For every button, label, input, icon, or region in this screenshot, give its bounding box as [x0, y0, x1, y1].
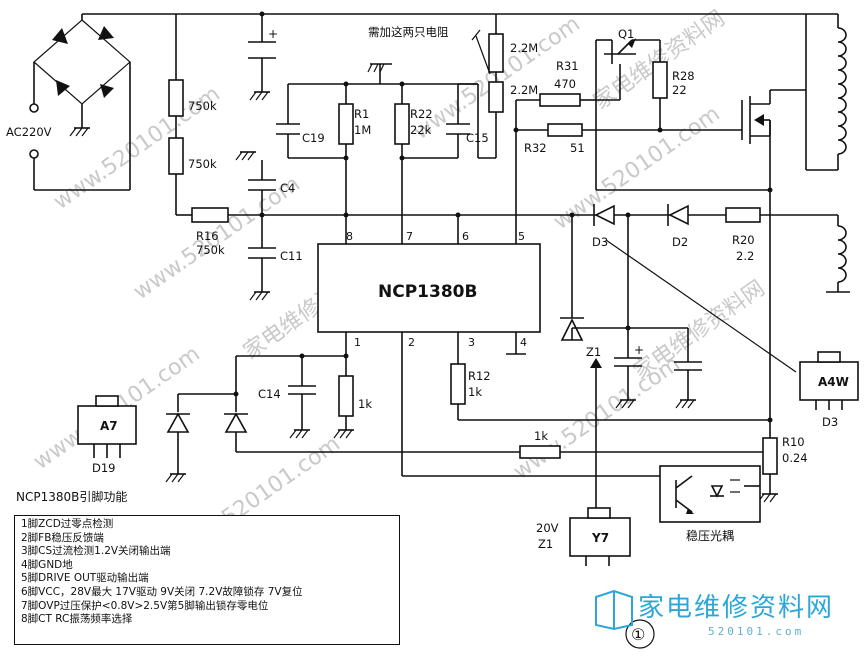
optocoupler	[402, 465, 761, 523]
a7-marking: A7	[100, 419, 118, 433]
transformer	[805, 14, 850, 293]
optocoupler-label: 稳压光耦	[686, 528, 734, 543]
gate-drive	[513, 14, 807, 420]
y7-marking: Y7	[591, 531, 609, 545]
c4-label: C4	[280, 181, 295, 195]
pin-label-1: 1	[354, 336, 361, 349]
r32-value: 51	[570, 141, 585, 155]
cs-network	[450, 363, 778, 503]
legend-line: 8脚CT RC振荡频率选择	[21, 613, 133, 626]
resistor-1k-bottom: 1k	[534, 429, 548, 443]
bulk-capacitor: +	[248, 27, 278, 101]
pin-label-8: 8	[346, 230, 353, 243]
r1-value: 1M	[354, 123, 371, 137]
r1-label: R1	[354, 107, 369, 121]
legend-line: 3脚CS过流检测1.2V关闭输出端	[21, 545, 171, 558]
resistor-2-2m-a: 2.2M	[510, 41, 538, 55]
q1-label: Q1	[618, 27, 634, 41]
r10-label: R10	[782, 435, 805, 449]
r28-value: 22	[672, 83, 687, 97]
watermark-text: 家电维修资料网	[629, 276, 770, 385]
legend-line: 1脚ZCD过零点检测	[21, 518, 114, 530]
package-a7	[77, 395, 137, 458]
d2-label: D2	[672, 235, 688, 249]
c11-label: C11	[280, 249, 303, 263]
bridge-rectifier	[29, 14, 131, 191]
c14-label: C14	[258, 387, 281, 401]
legend-line: 2脚FB稳压反馈端	[21, 531, 104, 544]
brand-text: 家电维修资料网	[638, 593, 835, 623]
resistor-2-2m-b: 2.2M	[510, 83, 538, 97]
r32-label: R32	[524, 141, 547, 155]
resistor-750k-a: 750k	[188, 99, 217, 113]
r10-value: 0.24	[782, 451, 808, 465]
vcc-rectifier	[569, 204, 797, 373]
r16-label: R16	[196, 229, 219, 243]
r22-value: 22k	[410, 123, 432, 137]
y7-ref: Z1	[538, 537, 553, 551]
z1-label: Z1	[586, 345, 601, 359]
chip-name: NCP1380B	[378, 282, 477, 302]
d19-label: D19	[92, 461, 116, 475]
svg-text:+: +	[268, 27, 278, 41]
timing-capacitors	[235, 151, 276, 301]
y7-voltage: 20V	[536, 521, 559, 535]
r31-value: 470	[554, 77, 576, 91]
resistor-1k-pin1: 1k	[358, 397, 372, 411]
r16-value: 750k	[196, 243, 225, 257]
pin-label-4: 4	[520, 336, 527, 349]
vcc-zener-caps: +	[560, 317, 702, 518]
legend-line: 5脚DRIVE OUT驱动输出端	[21, 572, 149, 585]
figure-number-circle	[625, 619, 655, 649]
pin7-pin8-network	[276, 63, 478, 232]
zcd-network	[165, 353, 770, 483]
pin-label-2: 2	[408, 336, 415, 349]
note-add-resistors: 需加这两只电阻	[368, 25, 449, 39]
pin-label-5: 5	[518, 230, 525, 243]
r20-label: R20	[732, 233, 755, 247]
svg-text:+: +	[634, 343, 644, 357]
pin-function-legend: 1脚ZCD过零点检测 2脚FB稳压反馈端 3脚CS过流检测1.2V关闭输出端 4…	[14, 515, 400, 645]
legend-line: 4脚GND地	[21, 558, 73, 571]
legend-line: 6脚VCC，28V最大 17V驱动 9V关闭 7.2V故障锁存 7V复位	[21, 585, 303, 598]
pin-label-6: 6	[462, 230, 469, 243]
legend-title: NCP1380B引脚功能	[16, 490, 128, 504]
r28-label: R28	[672, 69, 695, 83]
r31-label: R31	[556, 59, 579, 73]
legend-line: 7脚OVP过压保护<0.8V>2.5V第5脚输出锁存零电位	[21, 599, 269, 612]
brand-logo-icon	[595, 589, 633, 631]
package-a4w	[799, 351, 859, 410]
pin-label-3: 3	[468, 336, 475, 349]
added-resistors	[471, 14, 504, 159]
ac-input-label: AC220V	[6, 125, 52, 139]
r22-label: R22	[410, 107, 433, 121]
c19-label: C19	[302, 131, 325, 145]
ncp1380b-chip	[317, 232, 541, 476]
a4w-marking: A4W	[818, 375, 849, 389]
brand-url: 520101.com	[708, 625, 805, 638]
resistor-750k-b: 750k	[188, 157, 217, 171]
r20-value: 2.2	[736, 249, 754, 263]
brand-watermark: 家电维修资料网 520101.com	[590, 585, 862, 645]
r12-label: R12	[468, 369, 491, 383]
d3-label: D3	[592, 235, 608, 249]
d3-package-label: D3	[822, 415, 838, 429]
package-y7	[569, 507, 631, 566]
r12-value: 1k	[468, 385, 482, 399]
pin-label-7: 7	[406, 230, 413, 243]
figure-number: ①	[631, 625, 645, 644]
